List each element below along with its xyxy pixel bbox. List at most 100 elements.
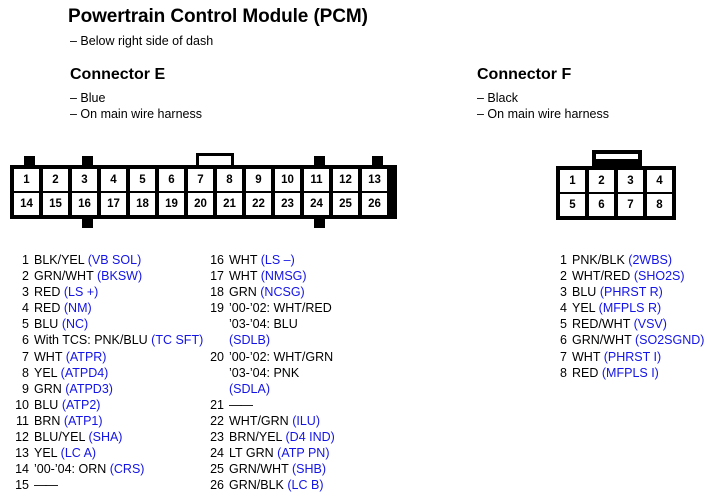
pin-legend-body: GRN (ATPD3): [34, 381, 207, 397]
pin-legend-number: 4: [560, 301, 567, 316]
connector-e-notch-top-11: [314, 156, 325, 165]
connector-e-pin-15: 15: [43, 193, 68, 215]
pin-legend-entry: 4 YEL (MFPLS R): [550, 300, 710, 316]
pin-legend-line: GRN/WHT (SO2SGND): [572, 332, 710, 348]
signal-name: (SO2SGND): [634, 333, 705, 348]
pin-legend-line: YEL (LC A): [34, 445, 207, 461]
connector-f-tab-inner: [596, 154, 638, 159]
wire-color-code: ’00-’02: WHT/GRN: [229, 349, 334, 364]
pin-legend-line: GRN (ATPD3): [34, 381, 207, 397]
connector-f-harness-note: – On main wire harness: [477, 107, 610, 121]
wire-color-code: GRN/WHT: [572, 333, 632, 348]
signal-name: (SHO2S): [633, 269, 685, 284]
connector-f-pin-3: 3: [618, 170, 643, 192]
pin-legend-number: 7: [560, 349, 567, 364]
pin-legend-body: BRN/YEL (D4 IND): [229, 429, 407, 445]
pin-legend-body: BRN (ATP1): [34, 413, 207, 429]
pin-legend-line: WHT (LS –): [229, 252, 407, 268]
connector-e-pin-17: 17: [101, 193, 126, 215]
connector-e-pin-4: 4: [101, 169, 126, 191]
pin-legend-body: GRN/WHT (SHB): [229, 461, 407, 477]
pin-legend-body: GRN/WHT (SO2SGND): [572, 332, 710, 348]
connector-e-pin-20: 20: [188, 193, 213, 215]
pin-legend-line: BLU/YEL (SHA): [34, 429, 207, 445]
wire-color-code: With TCS: PNK/BLU: [34, 333, 148, 348]
pin-legend-line: ’00-’02: WHT/RED: [229, 300, 407, 316]
connector-e-pin-3: 3: [72, 169, 97, 191]
pin-legend-entry: 10 BLU (ATP2): [12, 397, 207, 413]
pin-legend-body: WHT (NMSG): [229, 268, 407, 284]
wire-color-code: BRN/YEL: [229, 430, 283, 445]
connector-f-color-note: – Black: [477, 91, 518, 105]
wire-color-code: WHT: [572, 349, 601, 364]
pin-legend-line: YEL (ATPD4): [34, 365, 207, 381]
pin-legend-number: 16: [210, 253, 224, 267]
page-subtitle: – Below right side of dash: [70, 34, 214, 48]
pin-legend-entry: 14’00-’04: ORN (CRS): [12, 461, 207, 477]
signal-name: (NM): [63, 301, 92, 316]
connector-e-pin-6: 6: [159, 169, 184, 191]
pin-legend-body: RED (LS +): [34, 284, 207, 300]
pin-legend-body: YEL (MFPLS R): [572, 300, 710, 316]
pin-legend-line: GRN/BLK (LC B): [229, 477, 407, 493]
pin-legend-body: LT GRN (ATP PN): [229, 445, 407, 461]
pin-legend-entry: 7 WHT (PHRST I): [550, 349, 710, 365]
pin-legend-number: 12: [15, 430, 29, 445]
pin-legend-body: BLU/YEL (SHA): [34, 429, 207, 445]
signal-name: (VB SOL): [87, 253, 142, 267]
pin-legend-number: 10: [15, 397, 29, 412]
pin-legend-line: With TCS: PNK/BLU (TC SFT): [34, 332, 207, 348]
wire-color-code: RED/WHT: [572, 317, 631, 332]
signal-name: (2WBS): [628, 253, 673, 267]
connector-e-pin-16: 16: [72, 193, 97, 215]
pin-legend-number: 3: [560, 285, 567, 300]
connector-e-pin-7: 7: [188, 169, 213, 191]
pin-legend-number: 1: [560, 253, 567, 267]
wire-color-code: WHT: [34, 349, 63, 364]
connector-e-center-tab: [196, 153, 234, 165]
connector-e-pin-1: 1: [14, 169, 39, 191]
signal-name: (PHRST I): [603, 349, 662, 364]
pin-legend-line: GRN/WHT (SHB): [229, 461, 407, 477]
pin-legend-body: YEL (LC A): [34, 445, 207, 461]
wire-color-code: BLU: [34, 317, 59, 332]
connector-e-pin-18: 18: [130, 193, 155, 215]
wire-color-code: BLU/YEL: [34, 430, 85, 445]
pin-legend-number: 6: [560, 333, 567, 348]
pin-legend-line: ’00-’04: ORN (CRS): [34, 461, 207, 477]
signal-name: (NMSG): [260, 269, 307, 284]
connector-e-notch-top-3: [82, 156, 93, 165]
pin-legend-body: ’00-’02: WHT/GRN’03-’04: PNK(SDLA): [229, 349, 407, 397]
connector-e-pin-5: 5: [130, 169, 155, 191]
connector-e-center-tab-inner: [199, 156, 231, 165]
pin-legend-number: 8: [560, 365, 567, 380]
pin-legend-line: ——: [34, 477, 207, 493]
pin-legend-line: WHT (NMSG): [229, 268, 407, 284]
pin-legend-line: ’03-’04: PNK: [229, 365, 407, 381]
connector-e-pin-26: 26: [362, 193, 387, 215]
pin-legend-line: LT GRN (ATP PN): [229, 445, 407, 461]
wire-color-code: YEL: [572, 301, 596, 316]
connector-e-pin-14: 14: [14, 193, 39, 215]
pin-legend-line: WHT/RED (SHO2S): [572, 268, 710, 284]
signal-name: (MFPLS R): [598, 301, 662, 316]
connector-e-pin-25: 25: [333, 193, 358, 215]
connector-f-pin-2: 2: [589, 170, 614, 192]
pin-legend-body: BLU (ATP2): [34, 397, 207, 413]
connector-e-notch-bottom-16: [82, 219, 93, 228]
signal-name: (NC): [61, 317, 89, 332]
connector-e-notch-top-1: [24, 156, 35, 165]
wire-color-code: BLK/YEL: [34, 253, 85, 267]
pin-legend-line: YEL (MFPLS R): [572, 300, 710, 316]
